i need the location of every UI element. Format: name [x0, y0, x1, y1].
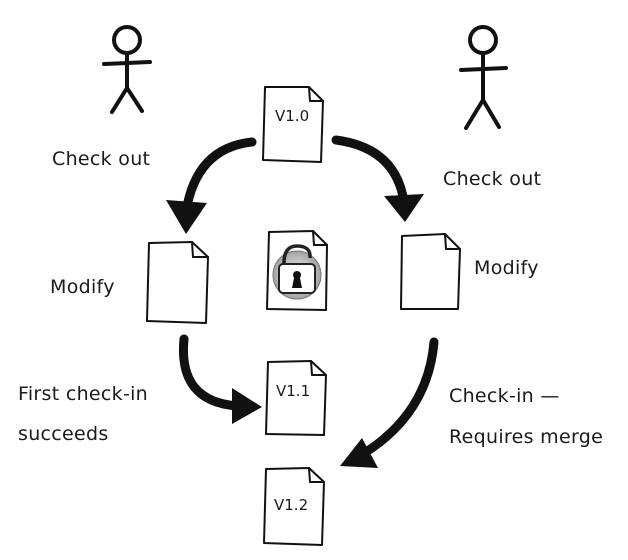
document-modify-left — [146, 241, 209, 324]
document-v11-label: V1.1 — [276, 382, 310, 400]
arrow-checkout-right — [331, 135, 424, 222]
label-first-checkin-line2: succeeds — [18, 423, 109, 445]
arrow-checkin-merge — [340, 337, 439, 468]
label-checkout-right: Check out — [443, 168, 541, 190]
arrow-first-checkin — [178, 334, 262, 424]
label-checkout-left: Check out — [52, 148, 150, 170]
label-modify-left: Modify — [50, 276, 115, 298]
document-v11: V1.1 — [265, 360, 327, 436]
document-modify-right — [400, 233, 461, 310]
label-modify-right: Modify — [474, 257, 539, 279]
label-first-checkin-line1: First check-in — [18, 383, 148, 405]
right-user-figure — [459, 25, 508, 130]
document-locked — [266, 230, 328, 311]
left-user-figure — [102, 25, 152, 114]
arrow-checkout-left — [166, 137, 257, 234]
document-v12-label: V1.2 — [274, 496, 308, 514]
document-v10: V1.0 — [262, 86, 324, 163]
document-v10-label: V1.0 — [275, 107, 309, 125]
document-v12: V1.2 — [263, 467, 325, 546]
lock-icon — [272, 244, 322, 300]
label-checkin-line1: Check-in — — [449, 385, 560, 407]
label-checkin-line2: Requires merge — [449, 426, 603, 448]
